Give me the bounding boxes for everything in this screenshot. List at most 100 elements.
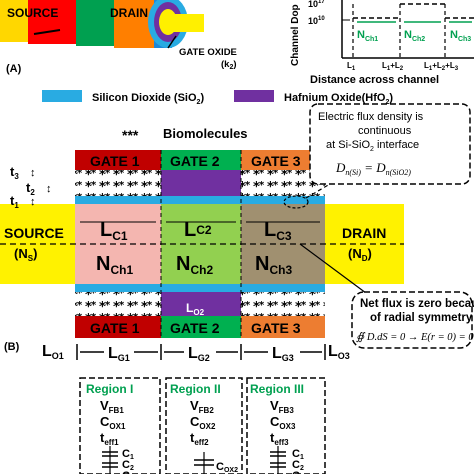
doping-plot: Channel Dop 1017 1010 NCh1 NCh2 NCh3 L1 … (290, 0, 474, 86)
region1-title: Region I (86, 382, 133, 396)
callout1-equation: Dn(Si) = Dn(SiO2) (335, 160, 411, 177)
callout1-line2: continuous (358, 125, 412, 137)
source-label: SOURCE (4, 225, 64, 241)
lc2-label: LC2 (184, 219, 212, 241)
gate-oxide-pointer (167, 35, 177, 49)
lc3-label: LC3 (264, 219, 292, 243)
regions-table: Region I Region II Region III VFB1 VFB2 … (79, 377, 326, 474)
callout-flux-continuity: Electric flux density is continuous at S… (283, 103, 471, 209)
t3-arrow: ↕ (30, 167, 36, 179)
region2-title: Region II (170, 382, 221, 396)
region3-cox: COX3 (270, 414, 296, 431)
callout2-pointer (299, 243, 371, 297)
region2-cox2: COX2 (216, 461, 238, 474)
plot-region-ch1: NCh1 (357, 29, 378, 43)
panelA-drain-label: DRAIN (110, 6, 148, 20)
callout2-line1: Net flux is zero because (360, 298, 474, 310)
gate2-bottom-label: GATE 2 (170, 320, 220, 336)
gate2-top (161, 150, 241, 170)
callout1-line1: Electric flux density is (318, 111, 424, 123)
region3-capacitor-stack: C1 C2 C3 (270, 446, 304, 474)
region3-vfb: VFB3 (270, 398, 294, 415)
plot-tick-low: 1010 (308, 16, 325, 26)
plot-tick-l1l2l3: L1+L2+L3 (424, 61, 459, 72)
gate1-bottom (75, 316, 161, 338)
region1-c2: C2 (122, 459, 134, 472)
cylinder-illustration (0, 0, 204, 48)
gate3-bottom (241, 316, 325, 338)
callout1-line3: at Si-SiO2 interface (326, 139, 419, 153)
region2-capacitor: COX2 (194, 452, 238, 474)
gate3-top (241, 150, 325, 170)
lo1-label: LO1 (42, 343, 64, 361)
region3-c3: C3 (292, 470, 304, 474)
plot-ylabel: Channel Dop (290, 4, 301, 66)
callout2-equation: ∯ D.dS = 0 → E(r = 0) = 0 (356, 332, 474, 343)
region2-vfb: VFB2 (190, 398, 214, 415)
t3-label: t3 (10, 164, 19, 181)
plot-tick-high: 1017 (308, 0, 325, 9)
t1-arrow: ↕ (30, 196, 36, 208)
region3-title: Region III (250, 382, 304, 396)
panelA-source-label: SOURCE (7, 6, 58, 20)
lg1-label: LG1 (108, 345, 130, 363)
hfo2-top (161, 170, 241, 196)
cylinder-source-end (0, 0, 30, 42)
region1-box (79, 377, 161, 474)
cylinder-gate3 (114, 0, 154, 48)
hfo2-bottom (161, 292, 241, 316)
gate3-bottom-label: GATE 3 (251, 320, 301, 336)
region2-teff: teff2 (190, 430, 209, 447)
region3-c2: C2 (292, 459, 304, 472)
region1-c1: C1 (122, 448, 134, 461)
nch2-label: NCh2 (176, 253, 213, 277)
legend-hfo2-swatch (234, 90, 274, 102)
region1-teff: teff1 (100, 430, 119, 447)
gate3-top-label: GATE 3 (251, 153, 301, 169)
lg2-label: LG2 (188, 345, 210, 363)
panelB-label: (B) (4, 341, 20, 353)
cylinder-drain-stub (168, 14, 204, 32)
callout1-focus-ellipse (283, 195, 309, 209)
gate2-bottom (161, 316, 241, 338)
biomolecule-label: Biomolecules (163, 126, 248, 141)
cylinder-gate2 (76, 0, 114, 46)
region1-vfb: VFB1 (100, 398, 124, 415)
plot-tick-l1: L1 (347, 61, 356, 72)
cylinder-gate1 (28, 0, 76, 44)
callout2-line2: of radial symmetry (370, 312, 473, 324)
lo3-label: LO3 (328, 343, 350, 361)
callout1-box (309, 103, 471, 185)
region1-cox: COX1 (100, 414, 126, 431)
lo2-label: LO2 (186, 301, 205, 317)
gate2-top-label: GATE 2 (170, 153, 220, 169)
channel1 (75, 204, 161, 284)
oxide-top (75, 196, 325, 204)
region1-c3: C3 (122, 470, 134, 474)
plot-region-ch3: NCh3 (450, 29, 471, 43)
plot-region-ch2: NCh2 (404, 29, 425, 43)
cylinder-detail-line (33, 29, 61, 35)
panelA-label: (A) (6, 63, 22, 75)
region3-teff: teff3 (270, 430, 289, 447)
region2-cox: COX2 (190, 414, 216, 431)
nch1-label: NCh1 (96, 253, 133, 277)
biomolecule-symbol: *** (122, 127, 139, 143)
region1-capacitor-stack: C1 C2 C3 (102, 446, 134, 474)
cavity1-top (75, 170, 161, 196)
drain-doping: (ND) (348, 246, 372, 263)
source-doping: (NS) (14, 246, 37, 263)
lg3-label: LG3 (272, 345, 294, 363)
cavity1-bottom (75, 292, 161, 316)
oxide-bottom (75, 284, 325, 292)
region3-c1: C1 (292, 448, 304, 461)
t1-label: t1 (10, 193, 19, 210)
plot-tick-l1l2: L1+L2 (382, 61, 404, 72)
legend-hfo2-label: Hafnium Oxide(HfO2) (284, 92, 393, 106)
callout2-box (351, 291, 473, 349)
t2-label: t2 (26, 180, 35, 197)
lc1-label: LC1 (100, 219, 128, 243)
nch3-label: NCh3 (255, 253, 292, 277)
legend-sio2-swatch (42, 90, 82, 102)
